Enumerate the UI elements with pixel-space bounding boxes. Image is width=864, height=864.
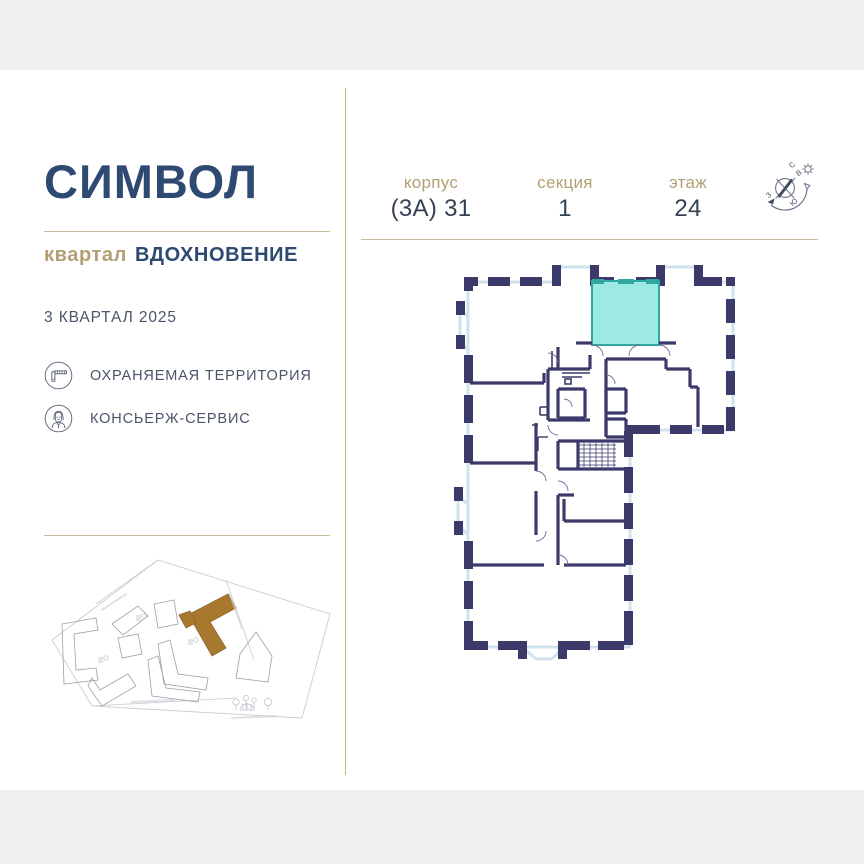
barrier-gate-icon xyxy=(44,361,73,390)
right-panel: корпус (3А) 31 секция 1 этаж 24 xyxy=(361,158,819,228)
site-plan[interactable] xyxy=(40,552,336,730)
compass-north-label: С xyxy=(787,159,797,170)
meta-sektsiya: секция 1 xyxy=(501,158,629,226)
compass-west-label: З xyxy=(764,190,774,200)
meta-sektsiya-label: секция xyxy=(537,173,593,192)
feature-label: КОНСЬЕРЖ-СЕРВИС xyxy=(90,410,251,427)
highlighted-apartment xyxy=(591,280,660,346)
logo-divider xyxy=(44,231,330,232)
unit-meta: корпус (3А) 31 секция 1 этаж 24 xyxy=(361,158,819,228)
feature-list: ОХРАНЯЕМАЯ ТЕРРИТОРИЯ xyxy=(44,361,330,433)
completion-deadline: 3 КВАРТАЛ 2025 xyxy=(44,309,177,326)
feature-label: ОХРАНЯЕМАЯ ТЕРРИТОРИЯ xyxy=(90,367,312,384)
meta-divider xyxy=(361,239,818,240)
floor-plan[interactable] xyxy=(440,255,774,675)
meta-korpus-value: (3А) 31 xyxy=(390,195,472,223)
meta-sektsiya-value: 1 xyxy=(558,195,572,223)
brand-subtitle-name: ВДОХНОВЕНИЕ xyxy=(134,244,299,266)
concierge-person-icon xyxy=(44,404,73,433)
brand-subtitle-prefix: квартал xyxy=(44,244,127,266)
meta-etazh: этаж 24 xyxy=(629,158,747,226)
panel-divider xyxy=(345,88,346,775)
brand-subtitle: квартал ВДОХНОВЕНИЕ xyxy=(44,245,330,265)
meta-etazh-value: 24 xyxy=(674,195,702,223)
meta-korpus-label: корпус xyxy=(403,173,459,192)
compass-east-label: В xyxy=(794,168,804,178)
feature-item: КОНСЬЕРЖ-СЕРВИС xyxy=(44,404,330,433)
brand-logo: СИМВОЛ xyxy=(44,155,259,208)
meta-etazh-label: этаж xyxy=(669,173,707,192)
left-panel: СИМВОЛ квартал ВДОХНОВЕНИЕ 3 КВАРТАЛ 2025 xyxy=(44,158,330,447)
compass-rose-icon: С В Ю З xyxy=(755,158,819,222)
meta-korpus: корпус (3А) 31 xyxy=(361,158,501,226)
compass-south-label: Ю xyxy=(788,196,800,208)
feature-item: ОХРАНЯЕМАЯ ТЕРРИТОРИЯ xyxy=(44,361,330,390)
siteplan-divider xyxy=(44,535,330,536)
